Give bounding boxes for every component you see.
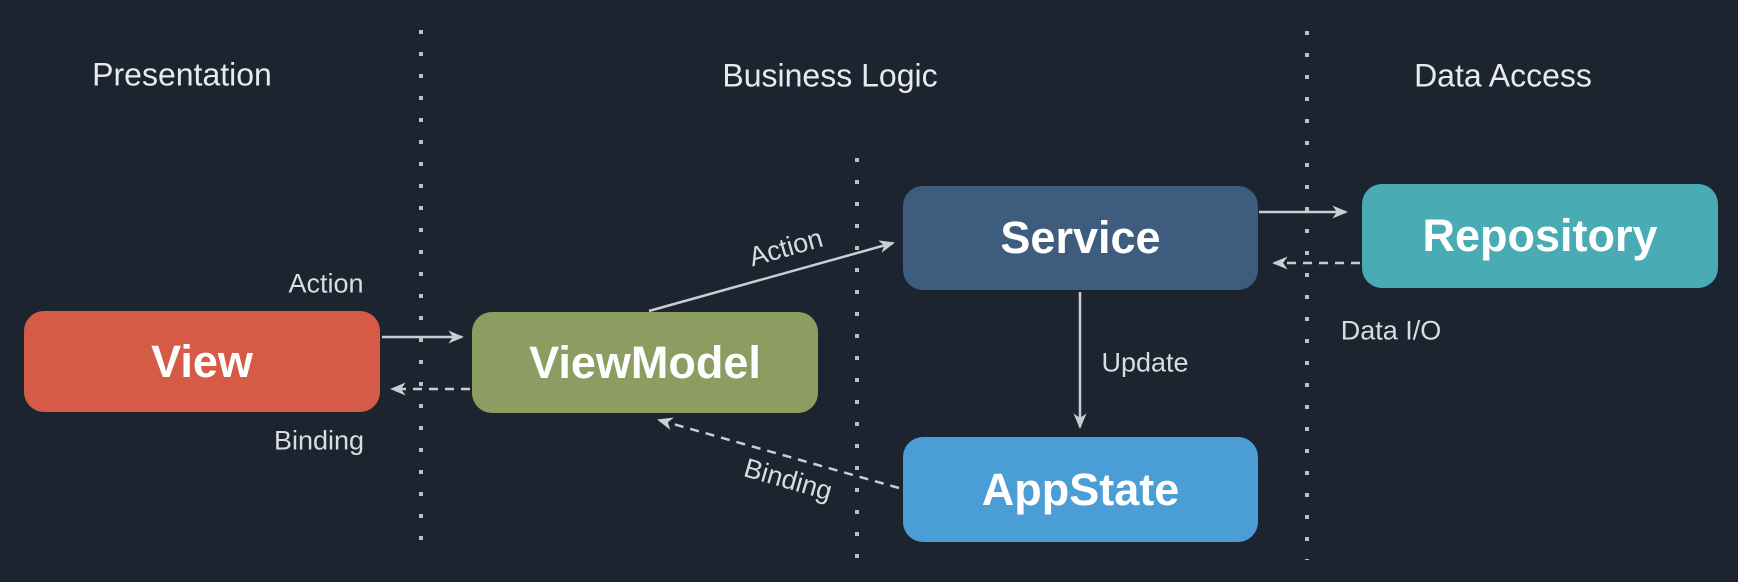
node-label: AppState [981, 463, 1180, 515]
node-service: Service [903, 186, 1258, 290]
node-label: ViewModel [529, 336, 761, 388]
section-title-business-logic: Business Logic [722, 57, 938, 94]
section-divider [419, 30, 423, 558]
edge-label-action: Action [288, 268, 364, 299]
node-label: Repository [1422, 210, 1658, 261]
edge-label-binding: Binding [273, 425, 365, 456]
section-divider [855, 158, 859, 560]
section-divider [1305, 31, 1309, 560]
node-view: View [24, 311, 380, 412]
node-label: View [151, 335, 253, 387]
section-title-presentation: Presentation [92, 56, 272, 93]
section-title-data-access: Data Access [1414, 57, 1592, 94]
node-viewmodel: ViewModel [472, 312, 818, 413]
edge-label-data-io: Data I/O [1340, 315, 1442, 346]
edge-label-update: Update [1101, 347, 1189, 378]
node-repository: Repository [1362, 184, 1718, 288]
node-appstate: AppState [903, 437, 1258, 542]
edge-action-viewmodel-to-service [648, 240, 895, 313]
node-label: Service [1000, 212, 1161, 263]
